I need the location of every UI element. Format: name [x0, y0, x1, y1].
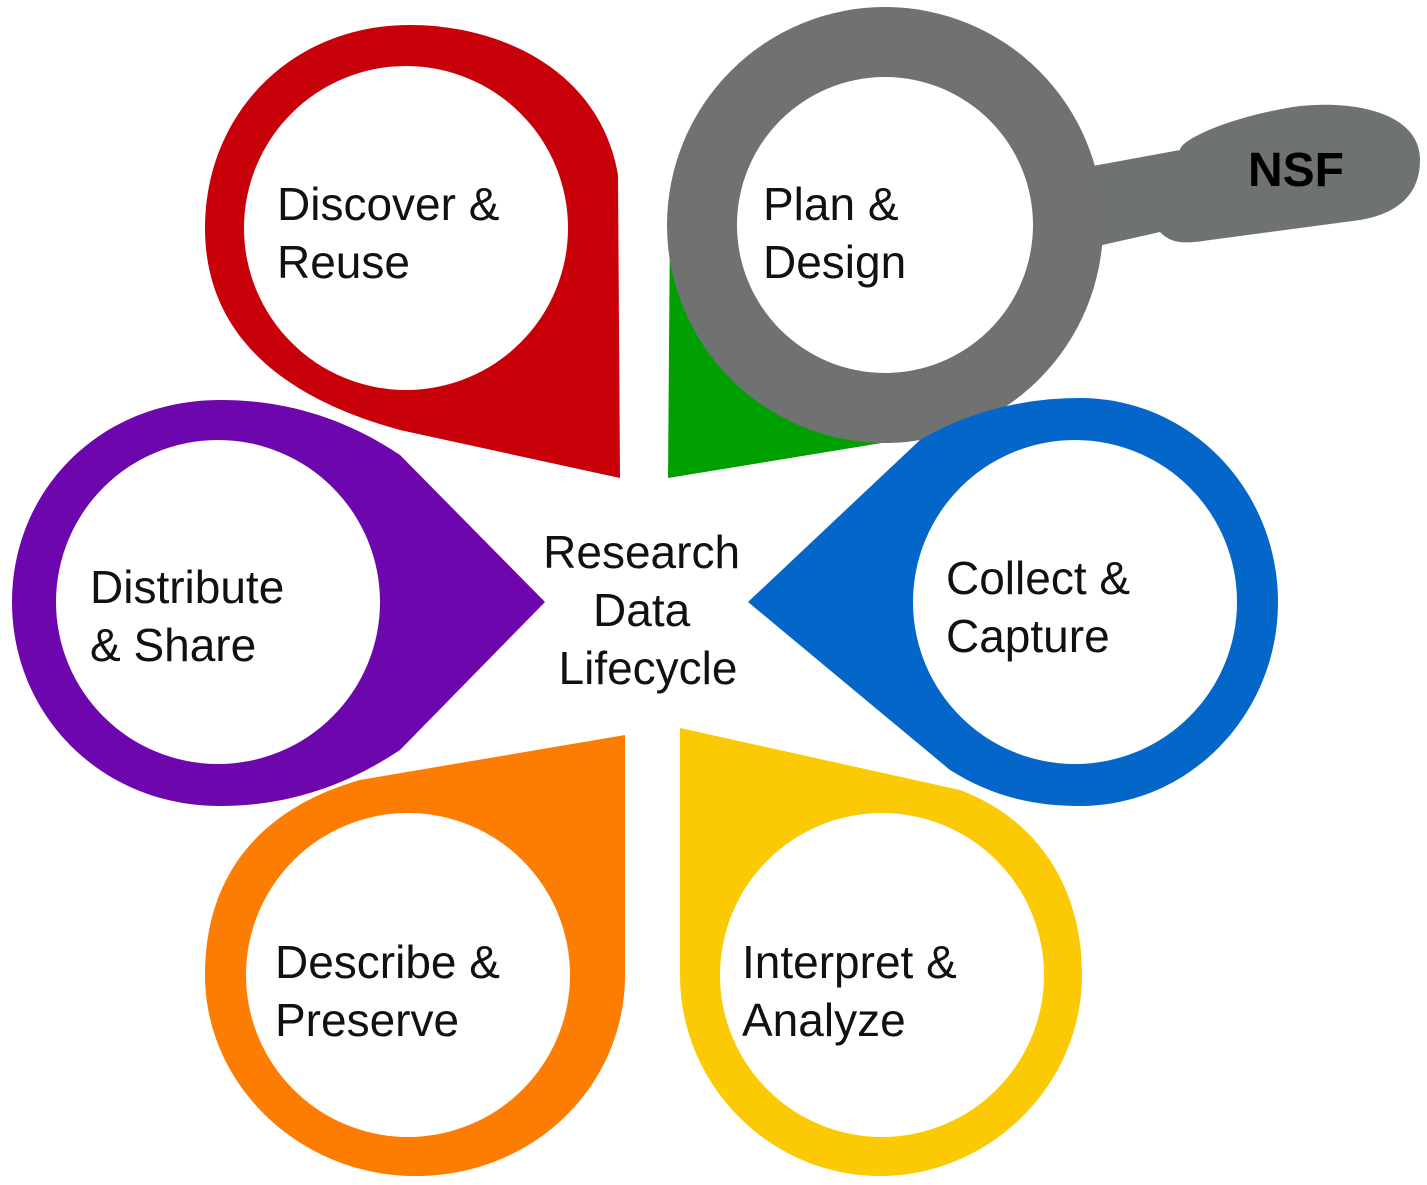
distribute-inner-circle — [56, 440, 380, 764]
center-title-line3: Lifecycle — [559, 642, 738, 694]
interpret-label: Interpret & Analyze — [742, 936, 970, 1046]
collect-label: Collect & Capture — [946, 552, 1143, 662]
nsf-label: NSF — [1248, 144, 1344, 197]
distribute-label: Distribute & Share — [90, 561, 297, 671]
stage-discover-reuse: Discover & Reuse — [205, 25, 620, 478]
collect-label-line1: Collect & — [946, 552, 1130, 604]
describe-inner-circle — [246, 813, 570, 1137]
plan-label-line2: Design — [763, 236, 906, 288]
center-title-line2: Data — [593, 584, 691, 636]
describe-label: Describe & Preserve — [275, 936, 513, 1046]
discover-inner-circle — [244, 66, 568, 390]
interpret-label-line2: Analyze — [742, 994, 906, 1046]
center-title: Research Data Lifecycle — [543, 526, 753, 694]
discover-label-line1: Discover & — [277, 178, 499, 230]
center-title-line1: Research — [543, 526, 740, 578]
stage-distribute-share: Distribute & Share — [12, 400, 545, 806]
describe-label-line2: Preserve — [275, 994, 459, 1046]
stage-collect-capture: Collect & Capture — [748, 398, 1278, 806]
magnifier-handle — [1060, 104, 1420, 251]
stage-describe-preserve: Describe & Preserve — [205, 735, 625, 1176]
stage-plan-design: Plan & Design NSF — [667, 7, 1420, 443]
interpret-inner-circle — [720, 813, 1044, 1137]
discover-label-line2: Reuse — [277, 236, 410, 288]
plan-label-line1: Plan & — [763, 178, 899, 230]
interpret-label-line1: Interpret & — [742, 936, 957, 988]
plan-label: Plan & Design — [763, 178, 911, 288]
stage-interpret-analyze: Interpret & Analyze — [680, 728, 1082, 1176]
collect-inner-circle — [913, 440, 1237, 764]
distribute-label-line1: Distribute — [90, 561, 284, 613]
distribute-label-line2: & Share — [90, 619, 256, 671]
discover-label: Discover & Reuse — [277, 178, 512, 288]
describe-label-line1: Describe & — [275, 936, 500, 988]
collect-label-line2: Capture — [946, 610, 1110, 662]
plan-inner-circle — [737, 77, 1033, 373]
